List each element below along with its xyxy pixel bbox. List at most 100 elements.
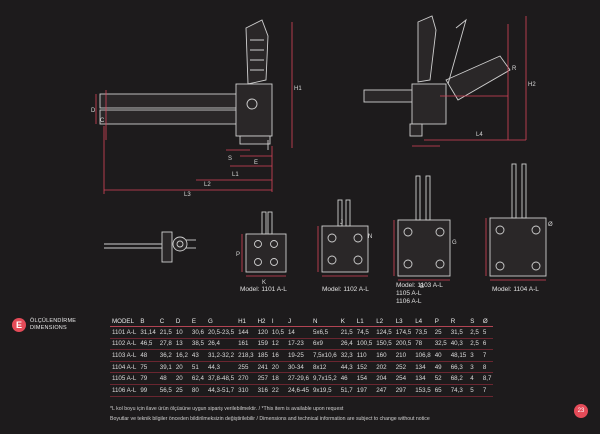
table-cell: 17-23 <box>285 338 311 351</box>
column-header: I <box>269 316 286 327</box>
model-cell: 1101 A-L <box>110 326 139 339</box>
table-cell: 24,6-45 <box>285 384 311 397</box>
dim-label-e: E <box>254 160 258 166</box>
table-cell: 106,8 <box>413 349 433 362</box>
base-plate-1104 <box>485 163 547 281</box>
dim-label-h2: H2 <box>528 82 536 88</box>
table-cell: 13 <box>173 338 190 351</box>
table-cell: 8,7 <box>480 372 494 385</box>
column-header: H2 <box>255 316 270 327</box>
dim-label-h1: H1 <box>294 86 302 92</box>
table-cell: 2,5 <box>468 338 481 351</box>
table-cell: 20 <box>173 361 190 374</box>
dim-label-s: S <box>228 156 232 162</box>
table-cell: 134 <box>413 361 433 374</box>
dim-label-b: B <box>420 284 424 290</box>
column-header: D <box>173 316 190 327</box>
column-header: B <box>138 316 158 327</box>
table-cell: 26,4 <box>205 338 237 351</box>
model-cell: 1102 A-L <box>110 338 139 351</box>
column-header: MODEL <box>110 316 139 327</box>
table-cell: 31,5 <box>448 326 469 339</box>
table-cell: 43 <box>189 349 206 362</box>
table-cell: 27-29,6 <box>285 372 311 385</box>
column-header: J <box>285 316 311 327</box>
table-cell: 9x19,5 <box>310 384 339 397</box>
dim-label-c: C <box>100 118 105 124</box>
table-cell: 7,5x10,6 <box>310 349 339 362</box>
table-cell: 134 <box>413 372 433 385</box>
dim-label-r: R <box>512 66 517 72</box>
dim-label-j: J <box>340 220 343 226</box>
table-cell: 56,5 <box>157 384 174 397</box>
column-header: N <box>310 316 339 327</box>
open-view-drawing <box>363 15 527 147</box>
table-cell: 159 <box>255 338 270 351</box>
table-cell: 36,2 <box>157 349 174 362</box>
side-view-drawing <box>95 19 293 194</box>
technical-drawings: D C H1 S E L1 L2 L3 H2 L4 R <box>91 15 553 290</box>
table-cell: 25 <box>432 326 449 339</box>
table-cell: 20,5-23,5 <box>205 326 237 339</box>
table-cell: 100,5 <box>354 338 375 351</box>
table-cell: 30,6 <box>189 326 206 339</box>
column-header: L2 <box>374 316 394 327</box>
table-cell: 204 <box>374 372 394 385</box>
dimensions-header: E ÖLÇÜLENDİRME DIMENSIONS <box>12 318 76 332</box>
table-cell: 14 <box>285 326 311 339</box>
model-label-1104: Model: 1104 A-L <box>492 286 539 293</box>
table-cell: 153,5 <box>413 384 433 397</box>
table-cell: 38,5 <box>189 338 206 351</box>
dim-label-l4: L4 <box>476 132 483 138</box>
model-cell: 1106 A-L <box>110 384 139 397</box>
dim-label-l1: L1 <box>232 172 239 178</box>
table-cell: 152 <box>354 361 375 374</box>
dim-label-k: K <box>262 280 266 286</box>
column-header: G <box>205 316 237 327</box>
table-cell: 80 <box>189 384 206 397</box>
table-cell: 75 <box>138 361 158 374</box>
table-cell: 7 <box>480 384 494 397</box>
table-cell: 6x9 <box>310 338 339 351</box>
table-cell: 18 <box>269 372 286 385</box>
column-header: L1 <box>354 316 375 327</box>
model-cell: 1105 A-L <box>110 372 139 385</box>
table-cell: 247 <box>374 384 394 397</box>
table-cell: 110 <box>354 349 375 362</box>
table-cell: 252 <box>393 361 414 374</box>
table-cell: 3 <box>468 349 481 362</box>
table-cell: 99 <box>138 384 158 397</box>
table-cell: 12 <box>269 338 286 351</box>
table-cell: 65 <box>432 384 449 397</box>
table-cell: 62,4 <box>189 372 206 385</box>
page-number-badge: 23 <box>574 404 588 418</box>
table-cell: 5 <box>468 384 481 397</box>
table-cell: 2,5 <box>468 326 481 339</box>
dim-label-l3: L3 <box>184 192 191 198</box>
column-header: K <box>338 316 355 327</box>
dim-label-p: P <box>236 252 240 258</box>
column-header: C <box>157 316 174 327</box>
table-cell: 46,5 <box>138 338 158 351</box>
dim-label-n: N <box>368 234 372 240</box>
table-cell: 19-25 <box>285 349 311 362</box>
model-label-1101: Model: 1101 A-L <box>240 286 287 293</box>
column-header: L3 <box>393 316 414 327</box>
base-plate-1103 <box>393 175 451 281</box>
table-cell: 257 <box>255 372 270 385</box>
column-header: Ø <box>480 316 494 327</box>
dim-label-o: Ø <box>548 222 553 228</box>
table-cell: 37,8-48,5 <box>205 372 237 385</box>
base-plate-1102 <box>317 199 369 277</box>
table-cell: 9,7x15,2 <box>310 372 339 385</box>
table-cell: 48 <box>157 372 174 385</box>
handle-side-drawing <box>104 231 196 263</box>
table-cell: 16,2 <box>173 349 190 362</box>
table-cell: 7 <box>480 349 494 362</box>
dim-label-l2: L2 <box>204 182 211 188</box>
